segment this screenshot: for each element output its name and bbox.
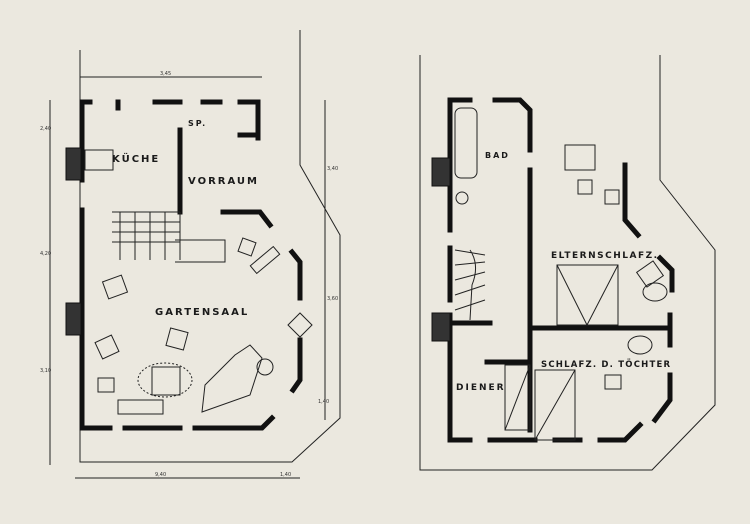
- chimney: [431, 157, 451, 187]
- bathtub-icon: [454, 107, 478, 179]
- room-label-bath: BAD: [485, 151, 510, 160]
- vestibule-wall: [220, 209, 274, 229]
- window-doors: [287, 312, 313, 338]
- double-bed-icon: [556, 264, 619, 327]
- dimension-label: 3,60: [327, 296, 338, 302]
- ground-floor-plan: KÜCHE SP. VORRAUM GARTENSAAL 3,45 2,40 4…: [40, 30, 341, 479]
- chair-icon: [577, 179, 593, 195]
- sofa-icon: [249, 245, 281, 275]
- chair-icon: [97, 377, 115, 393]
- staircase: [454, 249, 486, 321]
- bedroom-wall: [622, 162, 675, 293]
- upper-floor-outline: [419, 55, 716, 471]
- bed-icon: [504, 364, 576, 441]
- armchair-icon: [94, 334, 120, 360]
- bay-wall: [288, 248, 303, 394]
- dimension-label: 3,10: [40, 368, 51, 374]
- grand-piano-icon: [201, 344, 263, 413]
- room-label-kitchen: KÜCHE: [112, 151, 160, 165]
- exterior-wall: [79, 99, 276, 431]
- dimension-label: 3,45: [160, 71, 171, 77]
- chair-icon: [627, 335, 653, 355]
- room-label-parents-bedroom: ELTERNSCHLAFZ.: [551, 251, 659, 261]
- chimney: [65, 147, 82, 181]
- table-icon: [137, 362, 193, 398]
- chair-icon: [604, 189, 620, 205]
- interior-wall: [447, 97, 533, 433]
- dimension-label: 1,40: [280, 472, 291, 478]
- stove-icon: [84, 149, 114, 171]
- ground-floor-outline: [79, 30, 341, 463]
- table-icon: [564, 144, 596, 171]
- dimension-label: 3,40: [327, 166, 338, 172]
- dimension-label: 4,20: [40, 251, 51, 257]
- chimney: [431, 312, 451, 342]
- armchair-icon: [101, 274, 129, 300]
- room-label-daughters-bedroom: SCHLAFZ. D. TÖCHTER: [541, 359, 671, 370]
- dimension-label: 1,40: [318, 399, 329, 405]
- room-label-pantry: SP.: [188, 119, 207, 128]
- chair-icon: [237, 237, 257, 257]
- north-wall: [115, 99, 261, 141]
- chair-icon: [604, 374, 622, 390]
- room-label-vestibule: VORRAUM: [188, 176, 259, 187]
- dimension-label: 9,40: [155, 472, 166, 478]
- servant-room-wall: [447, 320, 533, 365]
- dimension-label: 2,40: [40, 126, 51, 132]
- table-icon: [151, 366, 181, 396]
- piano-stool-icon: [256, 358, 274, 376]
- room-label-garden-hall: GARTENSAAL: [155, 307, 249, 318]
- upper-floor-plan: BAD ELTERNSCHLAFZ. SCHLAFZ. D. TÖCHTER D…: [419, 55, 716, 471]
- room-label-servant: DIENER: [456, 383, 506, 393]
- chimney: [65, 302, 82, 336]
- armchair-icon: [635, 260, 665, 288]
- staircase: [112, 211, 226, 263]
- radiator-bench: [117, 399, 164, 415]
- chair-icon: [165, 327, 189, 351]
- bedroom-partition: [527, 312, 673, 424]
- stool-icon: [642, 282, 668, 302]
- toilet-icon: [455, 191, 469, 205]
